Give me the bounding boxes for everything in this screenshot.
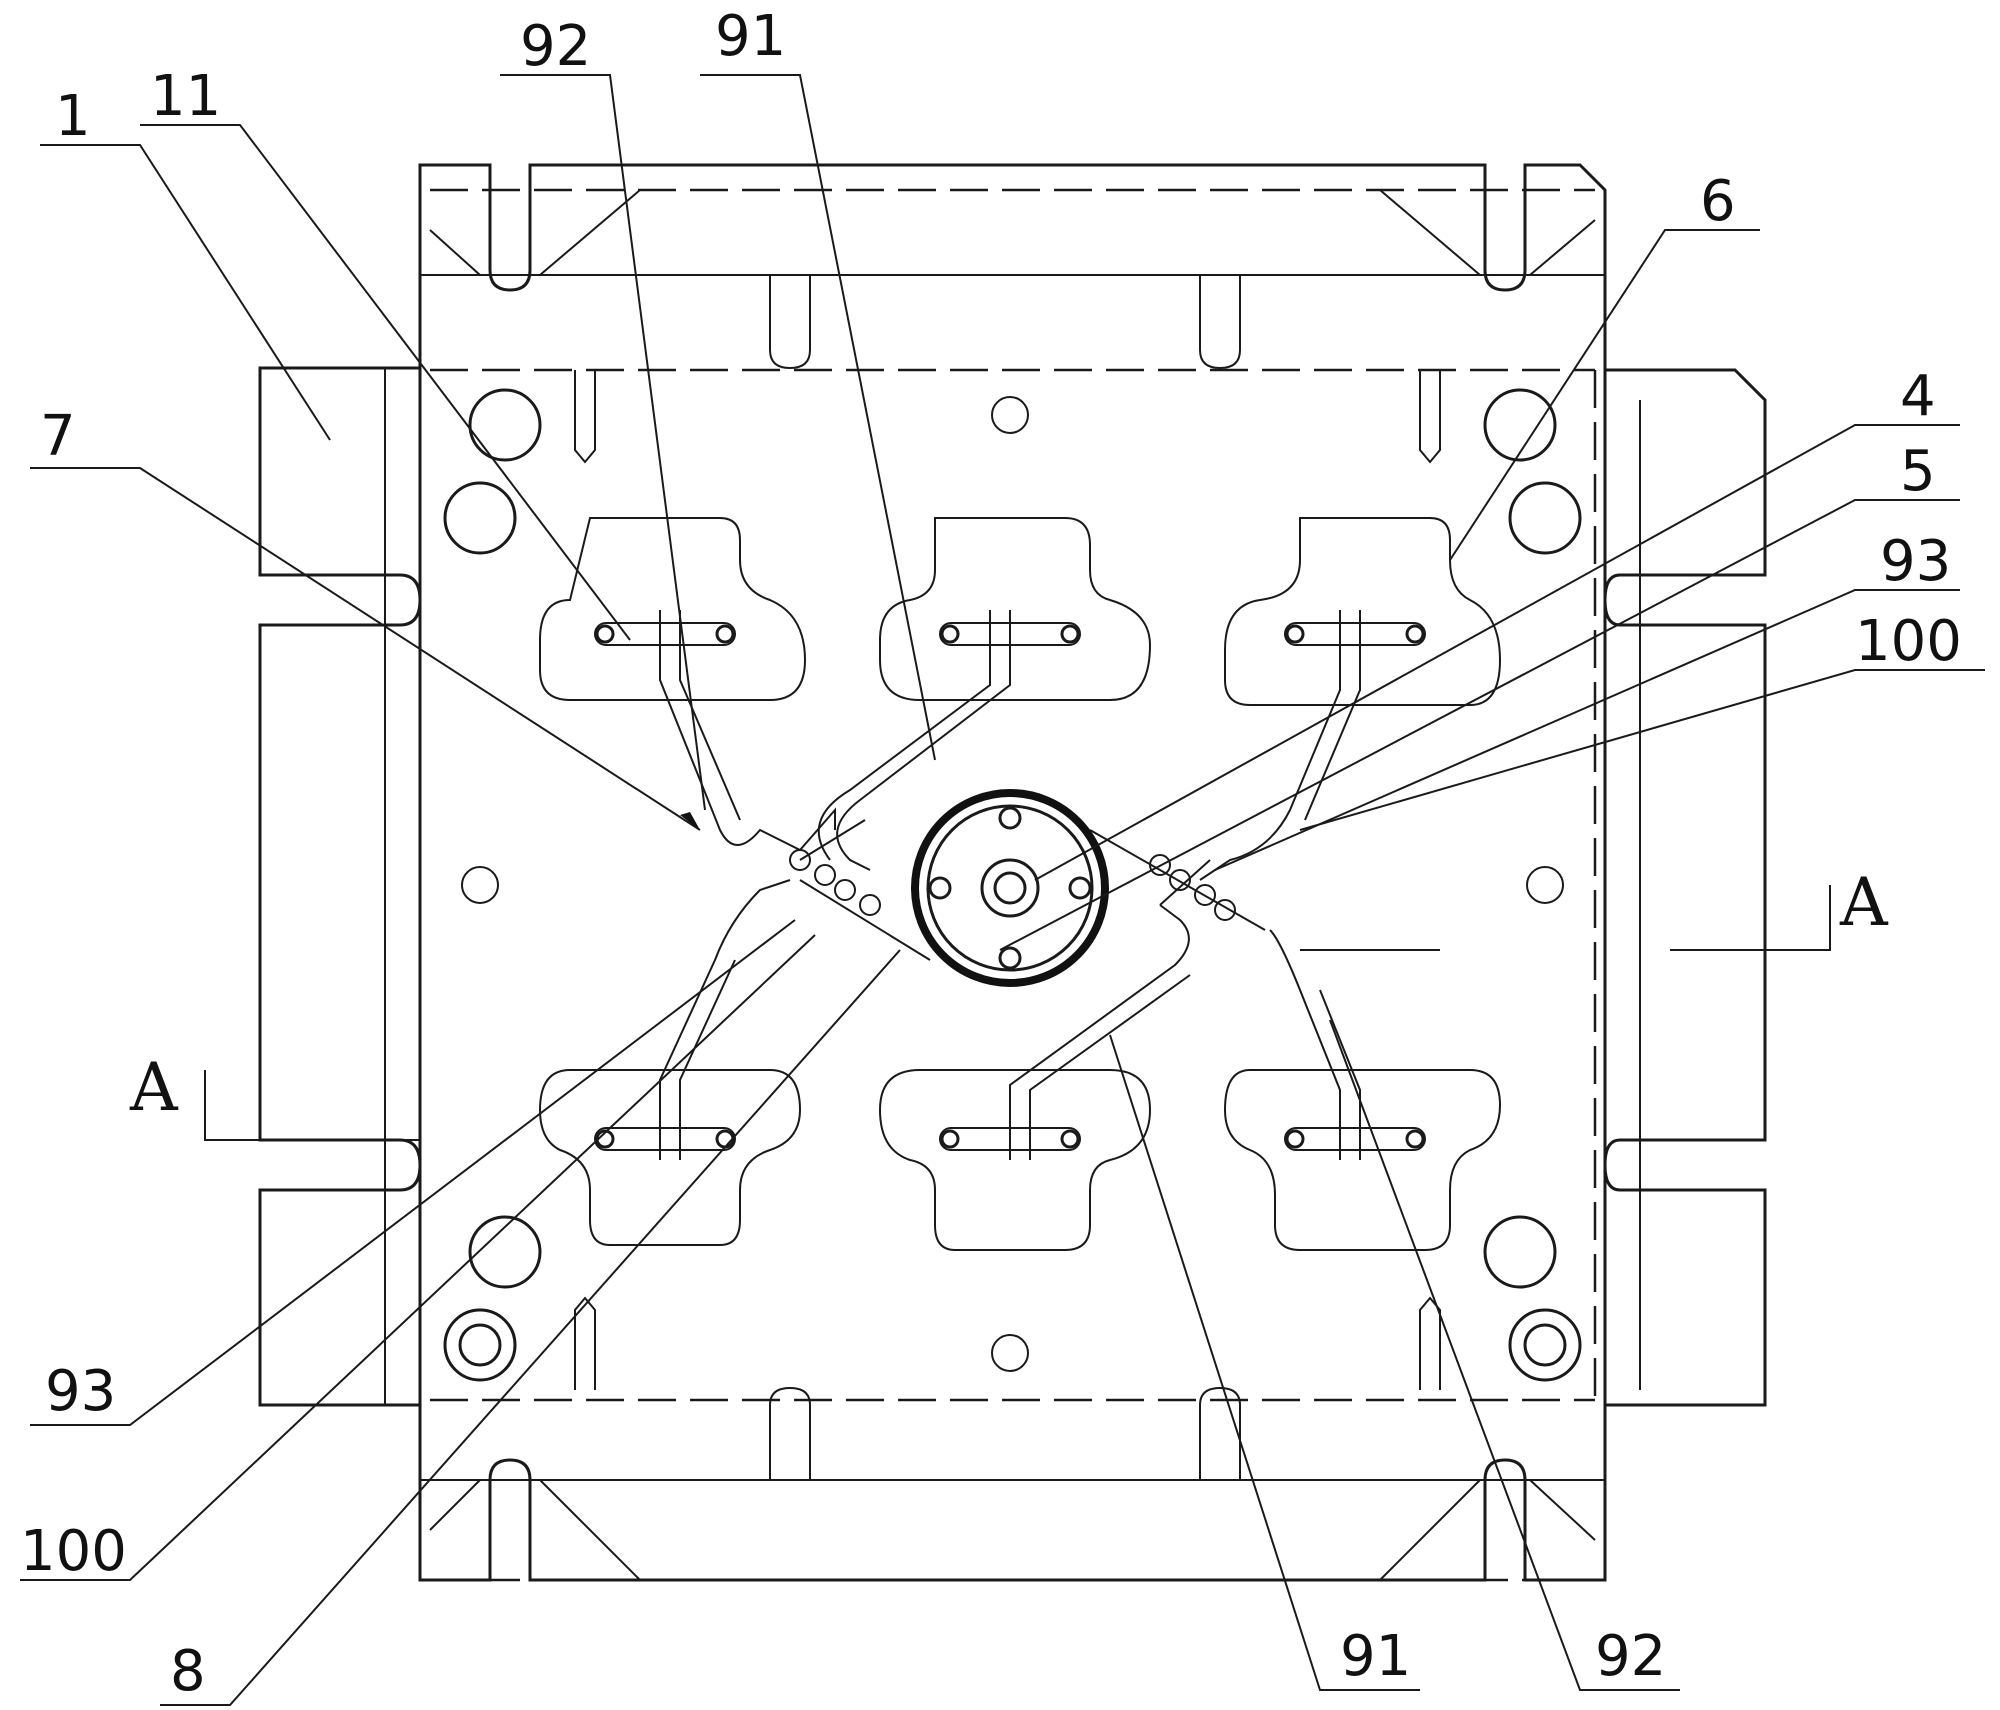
cooling-channels: [659, 610, 1361, 1160]
label-11: 11: [150, 64, 221, 129]
label-92-bottom: 92: [1595, 1624, 1666, 1689]
sprue-bushing: [911, 789, 1109, 987]
label-6: 6: [1700, 169, 1736, 234]
label-92-top: 92: [520, 14, 591, 79]
label-93-left: 93: [45, 1359, 116, 1424]
label-100-left: 100: [20, 1519, 127, 1584]
label-91-bottom: 91: [1340, 1624, 1411, 1689]
label-4: 4: [1900, 364, 1936, 429]
hidden-edges: [418, 188, 1597, 1582]
label-5: 5: [1900, 439, 1936, 504]
label-8: 8: [170, 1639, 206, 1704]
label-100-right: 100: [1855, 609, 1962, 674]
right-clamp: [1603, 368, 1767, 1407]
corner-holes: [443, 388, 1582, 1382]
section-label-left: A: [129, 1049, 179, 1126]
cavity-pockets: [538, 517, 1502, 1251]
gate-holes: [789, 849, 1236, 921]
section-label-right: A: [1839, 864, 1889, 941]
label-93-right: 93: [1880, 529, 1951, 594]
label-7: 7: [40, 404, 76, 469]
leader-lines: [20, 74, 1985, 1706]
label-1: 1: [55, 84, 91, 149]
left-clamp: [258, 366, 422, 1407]
main-plate: [418, 163, 1607, 1582]
part-labels: 1 11 92 91 6 4 5 93 100 7 93 100 8 91 92: [20, 4, 1962, 1704]
label-91-top: 91: [715, 4, 786, 69]
section-line: A A: [129, 864, 1889, 1141]
